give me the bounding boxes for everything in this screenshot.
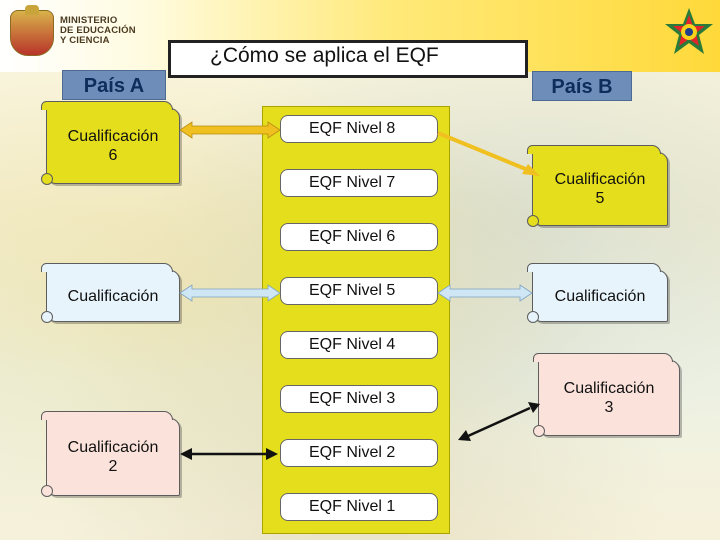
ministry-line: DE EDUCACIÓN	[60, 25, 136, 36]
eqf-level-2: EQF Nivel 2	[280, 439, 438, 467]
black-arrow-b-to-level-2	[458, 402, 540, 441]
eqf-level-4: EQF Nivel 4	[280, 331, 438, 359]
country-a-tab: País A	[62, 70, 166, 100]
country-a-qualification: Cualificación	[41, 263, 180, 323]
country-b-qualification: Cualificación	[527, 263, 668, 323]
country-b-tab: País B	[532, 71, 632, 101]
country-b-qualification-5: Cualificación 5	[527, 145, 668, 227]
title-box	[168, 40, 528, 78]
ministry-line: Y CIENCIA	[60, 35, 110, 46]
country-a-qualification-6: Cualificación 6	[41, 101, 180, 185]
slide-title: ¿Cómo se aplica el EQF	[210, 44, 439, 67]
coat-of-arms-icon	[10, 5, 54, 56]
eqf-level-1: EQF Nivel 1	[280, 493, 438, 521]
eqf-level-6: EQF Nivel 6	[280, 223, 438, 251]
yellow-arrow-b-to-level-8	[437, 131, 540, 176]
country-a-qualification-2: Cualificación 2	[41, 411, 180, 497]
eqf-level-7: EQF Nivel 7	[280, 169, 438, 197]
ministry-name: MINISTERIO DE EDUCACIÓN Y CIENCIA	[60, 16, 136, 46]
blue-arrow-level-5-to-b	[437, 284, 533, 302]
eqf-level-5: EQF Nivel 5	[280, 277, 438, 305]
eqf-level-3: EQF Nivel 3	[280, 385, 438, 413]
country-b-qualification-3: Cualificación 3	[533, 353, 680, 437]
eqf-star-logo-icon	[665, 8, 713, 54]
ministry-line: MINISTERIO	[60, 15, 118, 26]
eqf-level-8: EQF Nivel 8	[280, 115, 438, 143]
